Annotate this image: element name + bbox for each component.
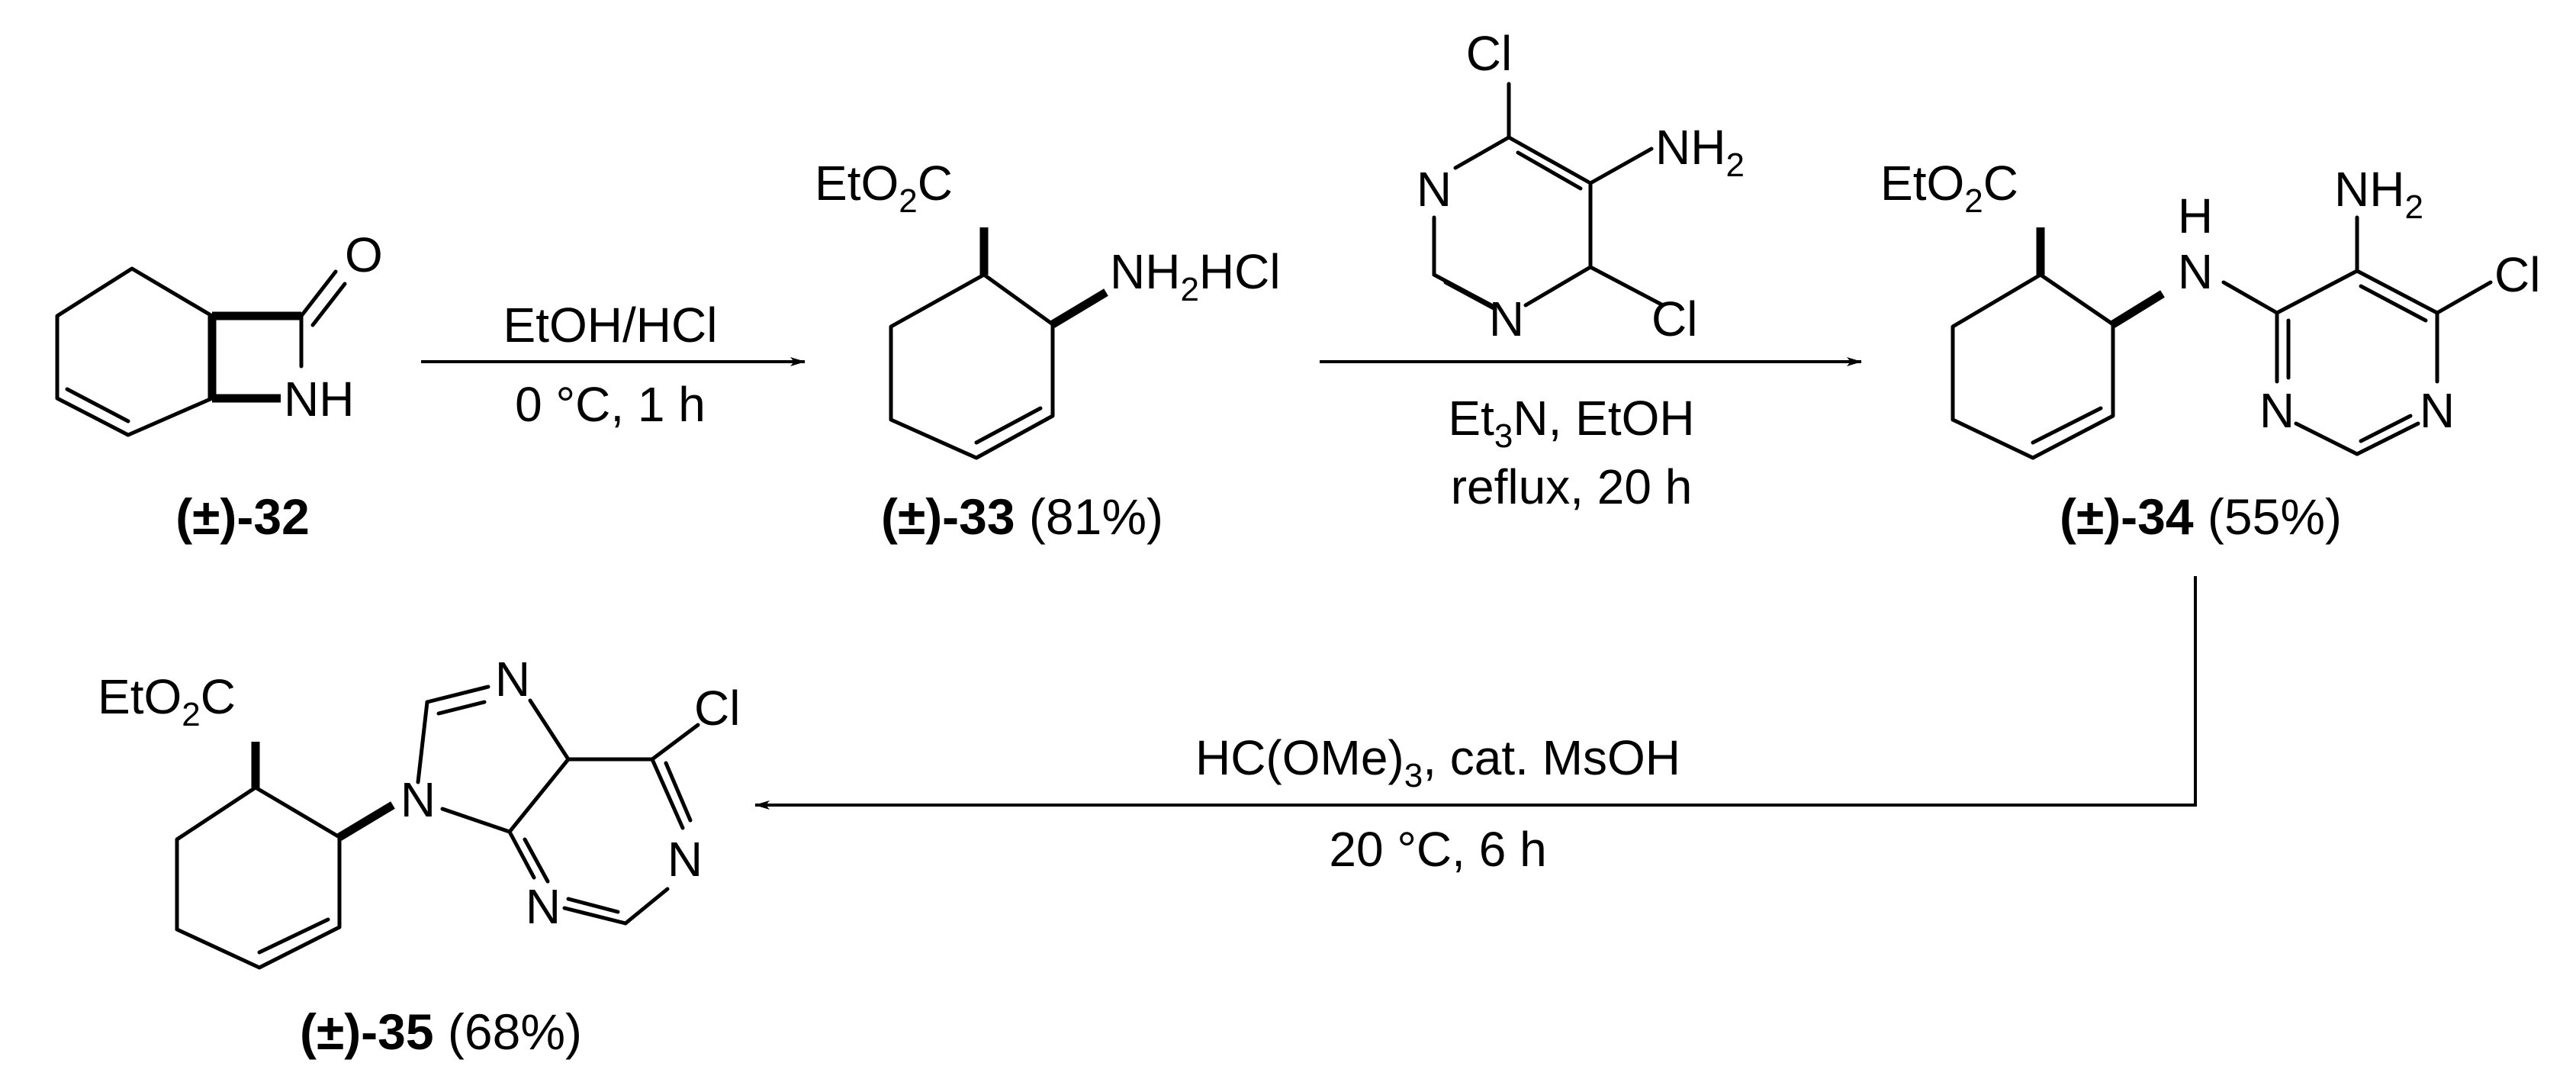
text-atoms-NH2: NH xyxy=(2334,162,2404,217)
text-atoms-C: C xyxy=(1983,156,2018,211)
arrow-step-2: Et3N, EtOH reflux, 20 h xyxy=(1320,357,1862,514)
text-atoms-O2C_sub: 2 xyxy=(1964,182,1983,220)
step2-reagents: Et3N, EtOH xyxy=(1448,391,1694,455)
text-atoms-NH2: NH xyxy=(1655,120,1725,175)
atom-N7: N xyxy=(495,652,530,707)
atom-Cl-34: Cl xyxy=(2494,247,2540,302)
atom-H-34: H xyxy=(2178,188,2213,243)
compound-35-label: (±)-35 (68%) xyxy=(300,1003,582,1060)
amine-34: NH2 xyxy=(2334,162,2423,226)
compound-32-label: (±)-32 xyxy=(175,488,310,545)
text-atoms-C: C xyxy=(918,156,953,211)
step1-reagents: EtOH/HCl xyxy=(503,298,718,353)
text-step3-line1_a: HC(OMe) xyxy=(1195,730,1404,785)
compound-35-structure: EtO2C N N N N Cl xyxy=(98,652,740,970)
step3-conditions: 20 °C, 6 h xyxy=(1329,822,1546,877)
text-compounds-c35-yield: (68%) xyxy=(448,1003,582,1060)
text-compounds-c34-yield: (55%) xyxy=(2208,488,2342,545)
text-step2-line1_sub: 3 xyxy=(1494,417,1513,455)
text-atoms-two: 2 xyxy=(1725,147,1744,184)
amine-reagent: NH2 xyxy=(1655,120,1745,184)
atom-O: O xyxy=(345,227,383,282)
text-compounds-c34-id: (±)-34 xyxy=(2060,488,2194,545)
atom-NH: NH xyxy=(284,372,354,427)
text-step2-line1_b: N, EtOH xyxy=(1513,391,1694,446)
text-atoms-two: 2 xyxy=(1180,271,1198,308)
amine-hcl-33: NH2HCl xyxy=(1110,244,1281,308)
text-step2-line1_a: Et xyxy=(1448,391,1494,446)
step2-conditions: reflux, 20 h xyxy=(1451,459,1693,514)
text-atoms-C: C xyxy=(201,669,236,724)
text-step3-line1_b: , cat. MsOH xyxy=(1423,730,1680,785)
atom-Cl-top: Cl xyxy=(1466,26,1512,81)
step3-reagents: HC(OMe)3, cat. MsOH xyxy=(1195,730,1680,794)
text-atoms-O2C_sub: 2 xyxy=(899,182,917,220)
compound-32-structure: O NH xyxy=(55,227,383,437)
text-compounds-c35-id: (±)-35 xyxy=(300,1003,434,1060)
text-atoms-EtO: EtO xyxy=(815,156,899,211)
compound-34-label: (±)-34 (55%) xyxy=(2060,488,2342,545)
compound-33-structure: EtO2C NH2HCl xyxy=(815,156,1281,460)
atom-Cl-35: Cl xyxy=(694,681,740,736)
reagent-dichloroaminopyrimidine: Cl N N NH2 Cl xyxy=(1417,26,1745,346)
atom-N3: N xyxy=(526,879,561,934)
text-atoms-O2C_sub: 2 xyxy=(182,696,200,733)
compound-34-structure: EtO2C H N N N NH2 Cl xyxy=(1880,156,2540,460)
text-atoms-EtO: EtO xyxy=(98,669,182,724)
text-atoms-HCl: HCl xyxy=(1199,244,1281,299)
text-step3-line1_sub: 3 xyxy=(1404,757,1423,794)
atom-N-lower: N xyxy=(1489,291,1524,346)
ester-group-33: EtO2C xyxy=(815,156,953,220)
atom-N-34-amine: N xyxy=(2178,244,2213,299)
text-atoms-two: 2 xyxy=(2404,188,2423,226)
ester-group-34: EtO2C xyxy=(1880,156,2018,220)
compound-33-label: (±)-33 (81%) xyxy=(881,488,1163,545)
text-atoms-EtO: EtO xyxy=(1880,156,1964,211)
arrow-step-3: HC(OMe)3, cat. MsOH 20 °C, 6 h xyxy=(754,576,2197,877)
atom-Cl-right: Cl xyxy=(1651,291,1697,346)
text-atoms-NH2: NH xyxy=(1110,244,1180,299)
step1-conditions: 0 °C, 1 h xyxy=(515,377,706,432)
atom-N-34-right: N xyxy=(2420,383,2455,438)
ester-group-35: EtO2C xyxy=(98,669,236,733)
text-compounds-c33-id: (±)-33 xyxy=(881,488,1015,545)
atom-N-34-left: N xyxy=(2259,383,2295,438)
arrow-step-1: EtOH/HCl 0 °C, 1 h xyxy=(421,298,806,432)
text-compounds-c33-yield: (81%) xyxy=(1029,488,1163,545)
atom-N-upper: N xyxy=(1417,162,1452,217)
atom-N1: N xyxy=(667,832,703,887)
